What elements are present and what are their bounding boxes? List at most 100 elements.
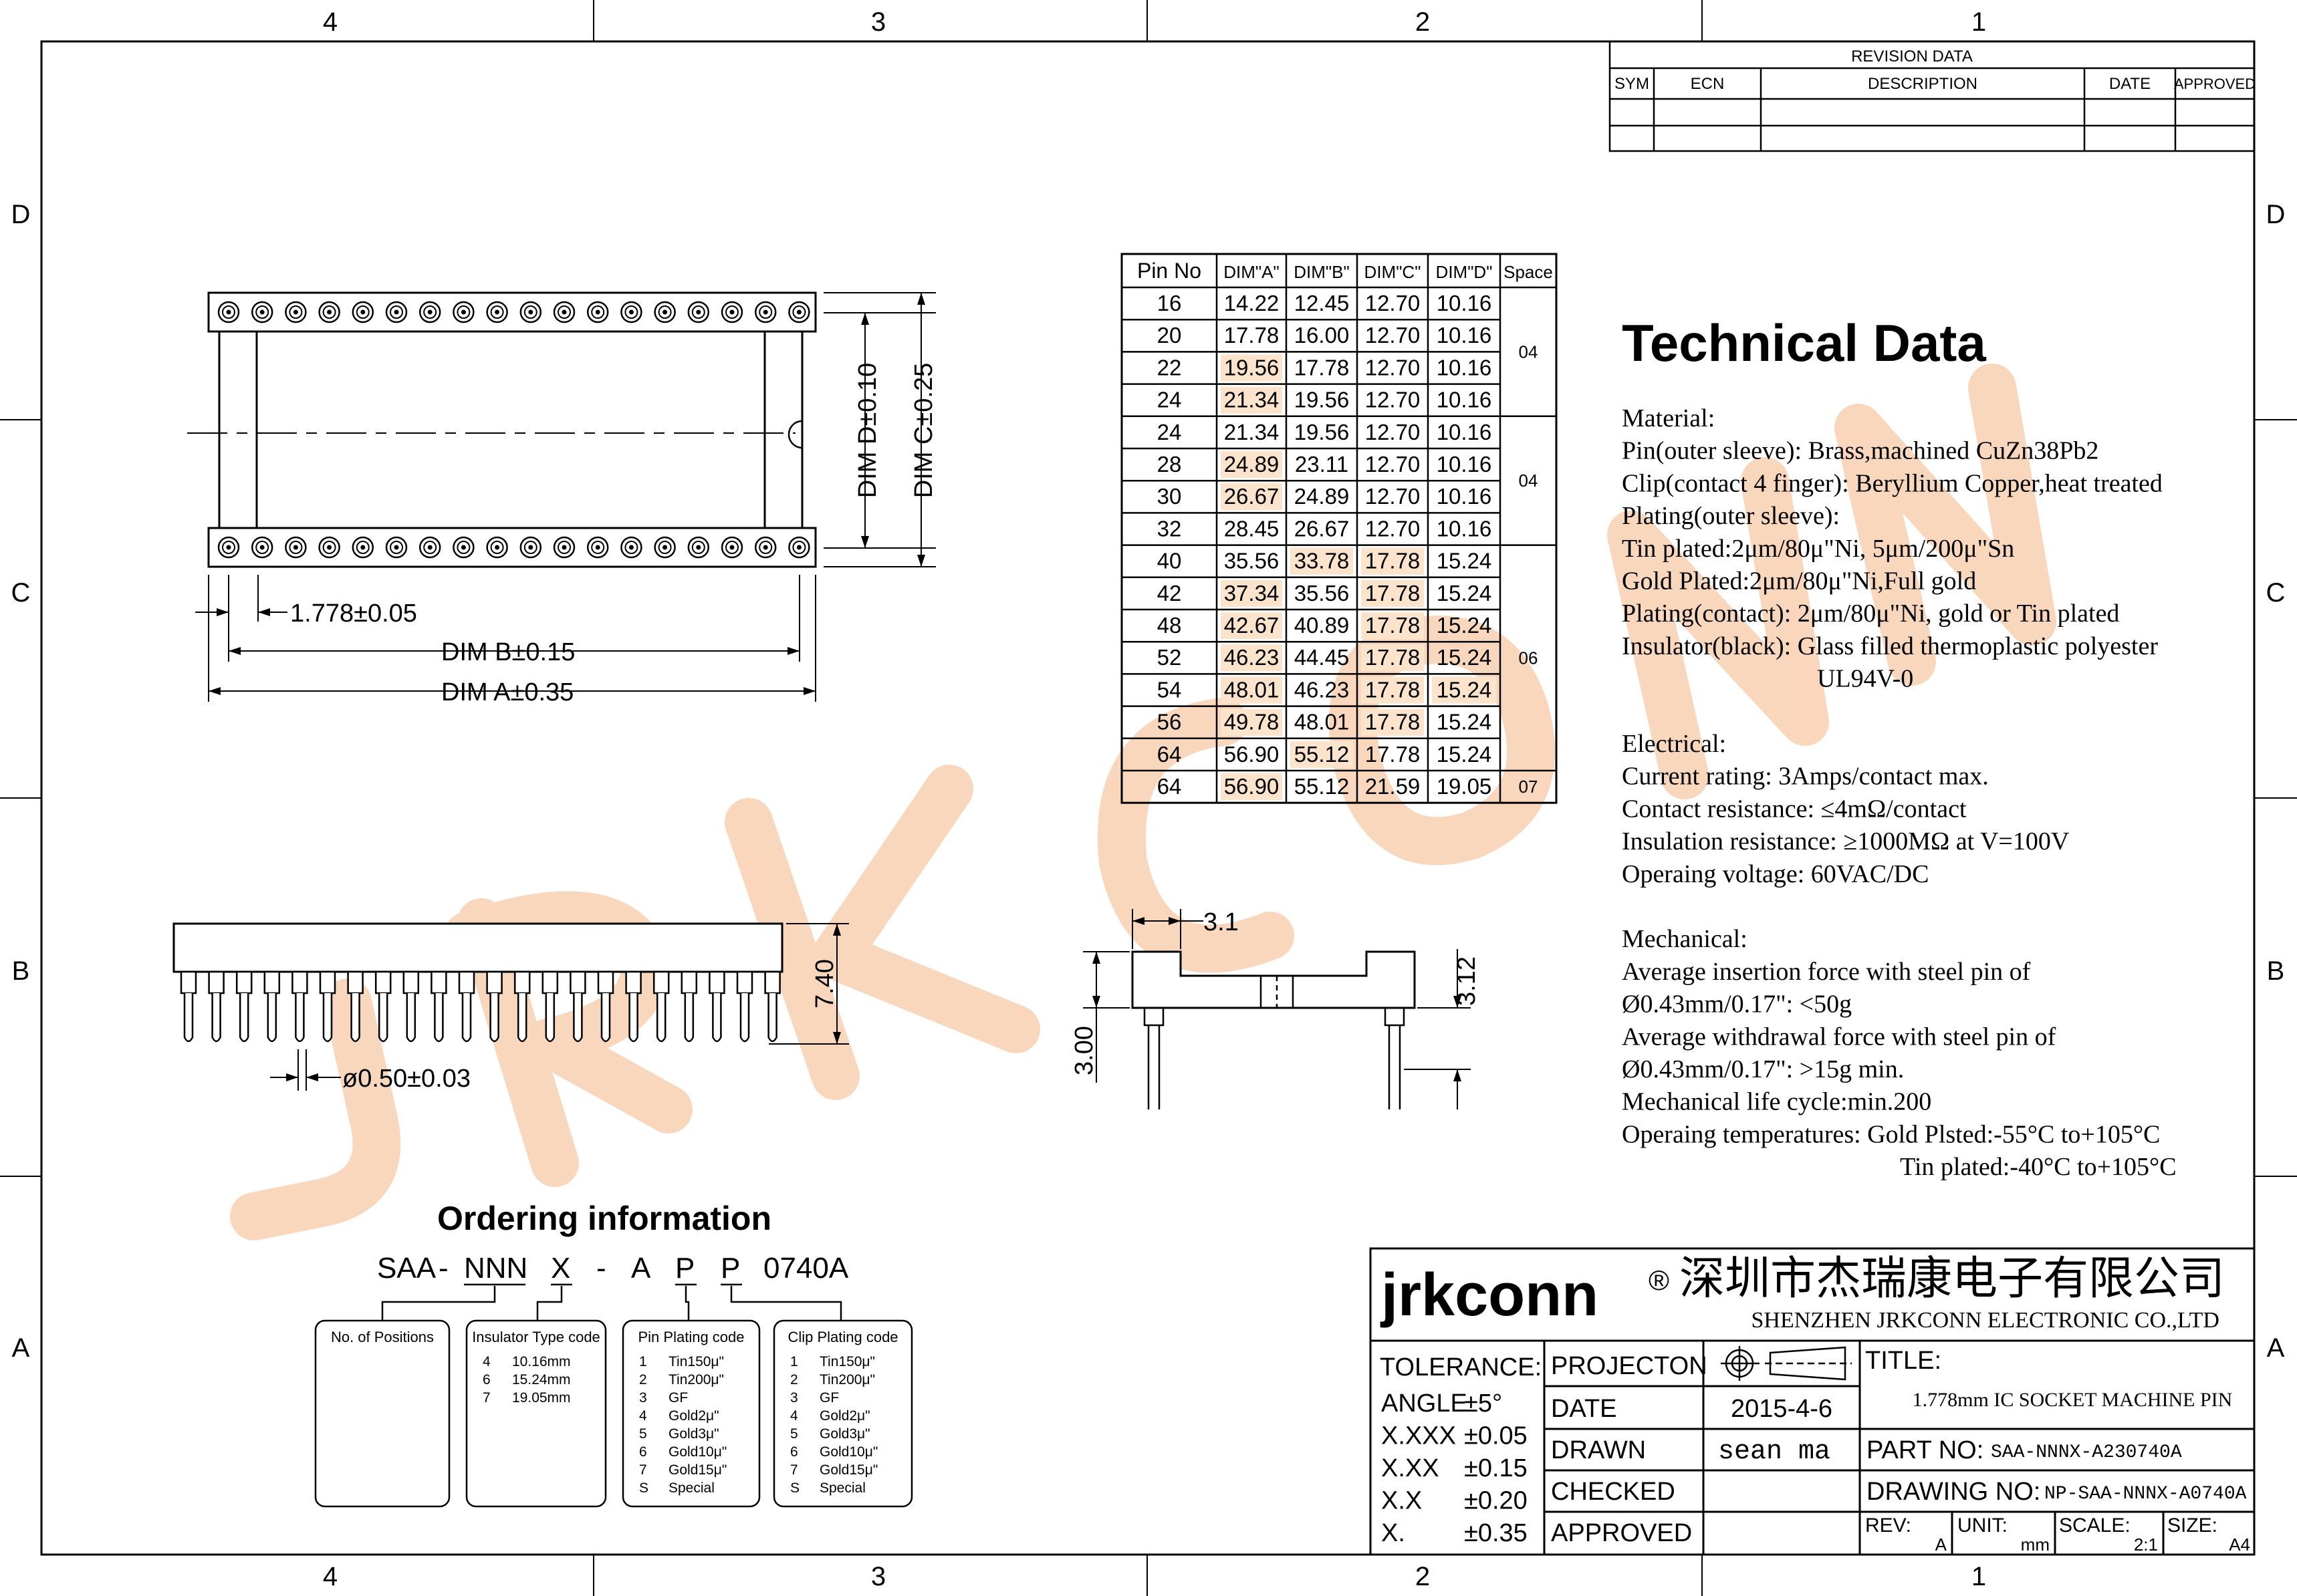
zone-bottom-4: 4: [323, 1562, 338, 1591]
table-cell: 48.01: [1224, 677, 1280, 702]
socket-pin: [402, 970, 420, 1043]
table-cell: 54: [1157, 677, 1182, 702]
table-cell: 17.78: [1365, 710, 1421, 735]
ordering-option-value: Gold15μ": [669, 1462, 727, 1478]
table-cell: 64: [1157, 742, 1182, 767]
ordering-option-code: 1: [639, 1354, 647, 1369]
pin-hole: [285, 301, 307, 323]
table-cell: 19.56: [1224, 355, 1280, 380]
socket-pin: [736, 970, 753, 1043]
zone-bottom-3: 3: [871, 1562, 886, 1591]
table-space-cell: 04: [1519, 342, 1538, 362]
pin-hole: [620, 536, 642, 559]
table-cell: 28: [1157, 452, 1182, 477]
ordering-box-title: Insulator Type code: [472, 1329, 600, 1345]
revision-block: REVISION DATA SYM ECN DESCRIPTION DATE A…: [1608, 40, 2256, 152]
registered-mark: ®: [1649, 1265, 1669, 1296]
ordering-option-code: 5: [790, 1426, 798, 1442]
drawn-label: DRAWN: [1551, 1436, 1646, 1464]
zone-right-c: C: [2266, 578, 2286, 608]
table-cell: 21.34: [1224, 388, 1280, 412]
pin-hole: [418, 301, 441, 323]
table-cell: 15.24: [1437, 613, 1492, 638]
table-cell: 15.24: [1437, 677, 1492, 702]
revision-header-approved: APPROVED: [2174, 76, 2256, 92]
table-cell: 26.67: [1224, 484, 1280, 509]
tolerance-name: X.: [1381, 1519, 1405, 1547]
table-cell: 24.89: [1224, 452, 1280, 477]
code-part-suffix: 0740A: [763, 1252, 849, 1285]
pin-hole: [318, 536, 340, 559]
table-cell: 10.16: [1437, 388, 1492, 412]
zone-left-c: C: [11, 578, 31, 608]
technical-data: Technical Data Material:Pin(outer sleeve…: [1622, 313, 2177, 1181]
socket-pin: [347, 970, 364, 1043]
ordering-option-value: Gold2μ": [669, 1408, 719, 1424]
drawing-no-label: DRAWING NO:: [1866, 1478, 2040, 1506]
pin-hole: [654, 536, 676, 559]
title-label: TITLE:: [1865, 1347, 1941, 1375]
ordering-option-code: 7: [483, 1390, 491, 1406]
pin-hole: [486, 536, 508, 559]
table-cell: 17.78: [1365, 549, 1421, 573]
ordering-option-value: Tin200μ": [669, 1372, 724, 1387]
technical-line: Material:: [1622, 404, 1715, 432]
table-cell: 55.12: [1294, 742, 1350, 767]
table-cell: 16: [1157, 291, 1182, 315]
table-cell: 17.78: [1365, 677, 1421, 702]
socket-top-view: 1.778±0.05 DIM B±0.15 DIM A±0.35 DIM D±0…: [187, 291, 938, 706]
ordering-option-code: 6: [483, 1372, 491, 1387]
table-cell: 24.89: [1294, 484, 1350, 509]
table-cell: 21.59: [1365, 774, 1421, 799]
ordering-option-code: 3: [790, 1390, 798, 1406]
revision-header-ecn: ECN: [1691, 75, 1725, 93]
company-brand: jrkconn: [1380, 1262, 1598, 1329]
projection-label: PROJECTON: [1551, 1352, 1707, 1380]
table-cell: 37.34: [1224, 581, 1280, 606]
table-cell: 17.78: [1365, 645, 1421, 670]
technical-title: Technical Data: [1622, 313, 1986, 372]
technical-line: Plating(outer sleeve):: [1622, 502, 1840, 530]
ordering-option-code: 2: [790, 1372, 798, 1387]
table-cell: 20: [1157, 323, 1182, 348]
table-cell: 19.56: [1294, 388, 1350, 412]
socket-pin: [486, 970, 503, 1043]
table-cell: 56.90: [1224, 742, 1280, 767]
tolerance-name: X.X: [1381, 1487, 1422, 1515]
pin-hole: [352, 536, 374, 559]
ordering-option-code: 4: [639, 1408, 647, 1424]
technical-line: Electrical:: [1622, 730, 1726, 758]
ordering-option-value: 19.05mm: [512, 1390, 571, 1406]
table-cell: 17.78: [1294, 355, 1350, 380]
pin-hole: [721, 536, 743, 559]
part-no-label: PART NO:: [1866, 1436, 1983, 1464]
socket-pin: [291, 970, 308, 1043]
pin-hole: [788, 301, 810, 323]
dim-b-label: DIM B±0.15: [441, 638, 575, 666]
zone-left-d: D: [11, 200, 31, 229]
table-cell: 15.24: [1437, 581, 1492, 606]
table-cell: 19.05: [1437, 774, 1492, 799]
pin-hole: [553, 301, 576, 323]
pin-hole: [453, 536, 475, 559]
tolerance-value: ±0.35: [1464, 1519, 1528, 1547]
technical-line: Mechanical:: [1622, 925, 1747, 953]
ordering-information: Ordering information SAA - NNN X - A P P…: [314, 1200, 913, 1508]
socket-pin: [319, 970, 336, 1043]
dim-end-left-label: 3.00: [1070, 1026, 1098, 1075]
dim-pin-diameter-label: ø0.50±0.03: [342, 1065, 471, 1093]
socket-pin: [458, 970, 475, 1043]
table-cell: 16.00: [1294, 323, 1350, 348]
technical-line: Ø0.43mm/0.17": <50g: [1622, 990, 1852, 1019]
pin-hole: [285, 536, 307, 559]
ordering-option-value: Gold15μ": [820, 1462, 878, 1478]
zone-bottom-1: 1: [1971, 1562, 1986, 1591]
revision-header-sym: SYM: [1614, 75, 1649, 93]
table-header: DIM"C": [1364, 262, 1421, 282]
pin-hole: [553, 536, 576, 559]
socket-pin: [263, 970, 281, 1043]
projection-symbol-icon: [1721, 1346, 1852, 1381]
table-cell: 12.70: [1365, 452, 1421, 477]
table-cell: 49.78: [1224, 710, 1280, 735]
